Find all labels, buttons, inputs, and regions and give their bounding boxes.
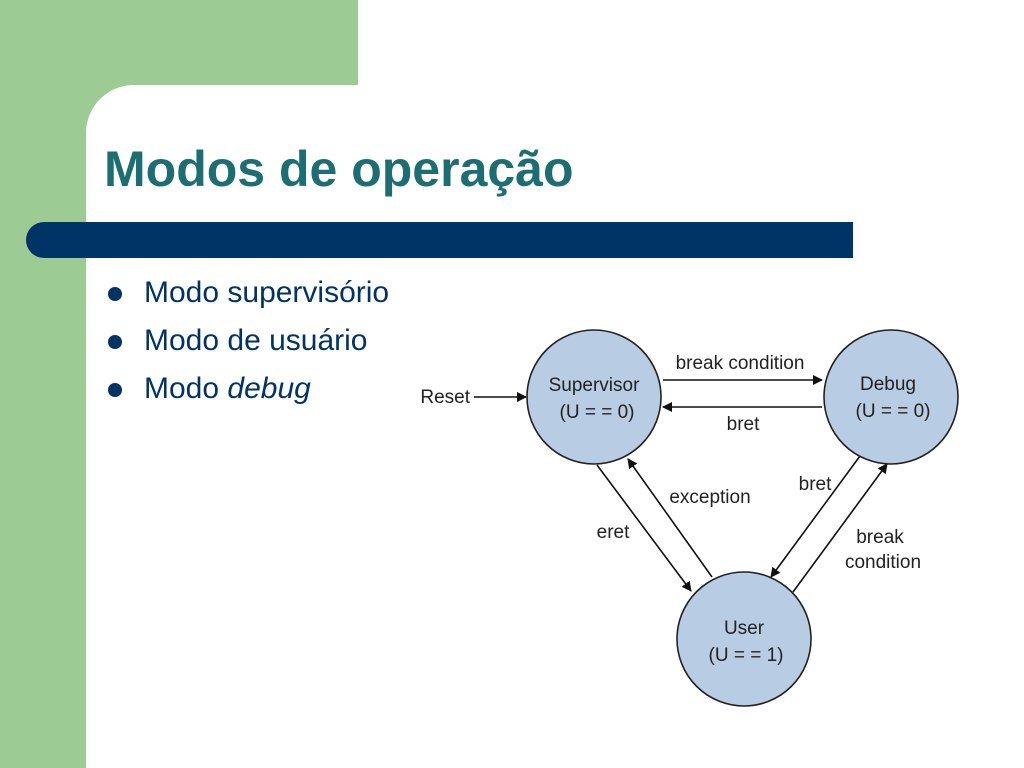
transition-supervisor-to-debug: break condition [663, 353, 823, 385]
bret-label: bret [799, 474, 832, 495]
eret-label: eret [597, 522, 630, 543]
state-debug-condition: (U = = 0) [856, 401, 931, 422]
transition-debug-to-user: bret [770, 455, 861, 578]
bullet-dot-icon [108, 335, 122, 349]
transition-debug-to-supervisor: bret [662, 402, 822, 435]
bullet-text: Modo [144, 372, 228, 405]
bullet-text: Modo de usuário [144, 324, 368, 357]
state-user-condition: (U = = 1) [709, 645, 784, 666]
bullet-dot-icon [108, 287, 122, 301]
bullet-item-debug: Modo debug [104, 368, 389, 416]
state-user-name: User [724, 618, 765, 639]
bullet-list: Modo supervisório Modo de usuário Modo d… [104, 272, 389, 416]
exception-label: exception [669, 487, 750, 508]
state-supervisor-name: Supervisor [549, 375, 640, 396]
break-condition-label: break condition [676, 353, 805, 374]
bullet-dot-icon [108, 383, 122, 397]
bullet-item-supervisor: Modo supervisório [104, 272, 389, 320]
bret-label: bret [727, 414, 760, 435]
state-user: User (U = = 1) [676, 571, 812, 707]
state-supervisor-condition: (U = = 0) [560, 402, 635, 423]
title-underline-bar [26, 222, 853, 258]
state-debug: Debug (U = = 0) [823, 329, 959, 465]
state-debug-name: Debug [860, 374, 916, 395]
reset-label: Reset [420, 387, 470, 408]
transition-reset: Reset [420, 387, 527, 408]
break-label: break [856, 527, 904, 548]
bullet-item-user: Modo de usuário [104, 320, 389, 368]
transition-user-to-supervisor: exception [627, 458, 751, 578]
transition-user-to-debug: break condition [792, 463, 921, 593]
bullet-text-italic: debug [227, 372, 311, 405]
state-supervisor: Supervisor (U = = 0) [526, 329, 662, 465]
bullet-text: Modo supervisório [144, 276, 390, 309]
state-diagram: Reset break condition bret exception ere… [420, 329, 959, 707]
transition-supervisor-to-user: eret [596, 464, 692, 592]
condition-label: condition [845, 552, 921, 573]
slide-title: Modos de operação [104, 141, 574, 197]
